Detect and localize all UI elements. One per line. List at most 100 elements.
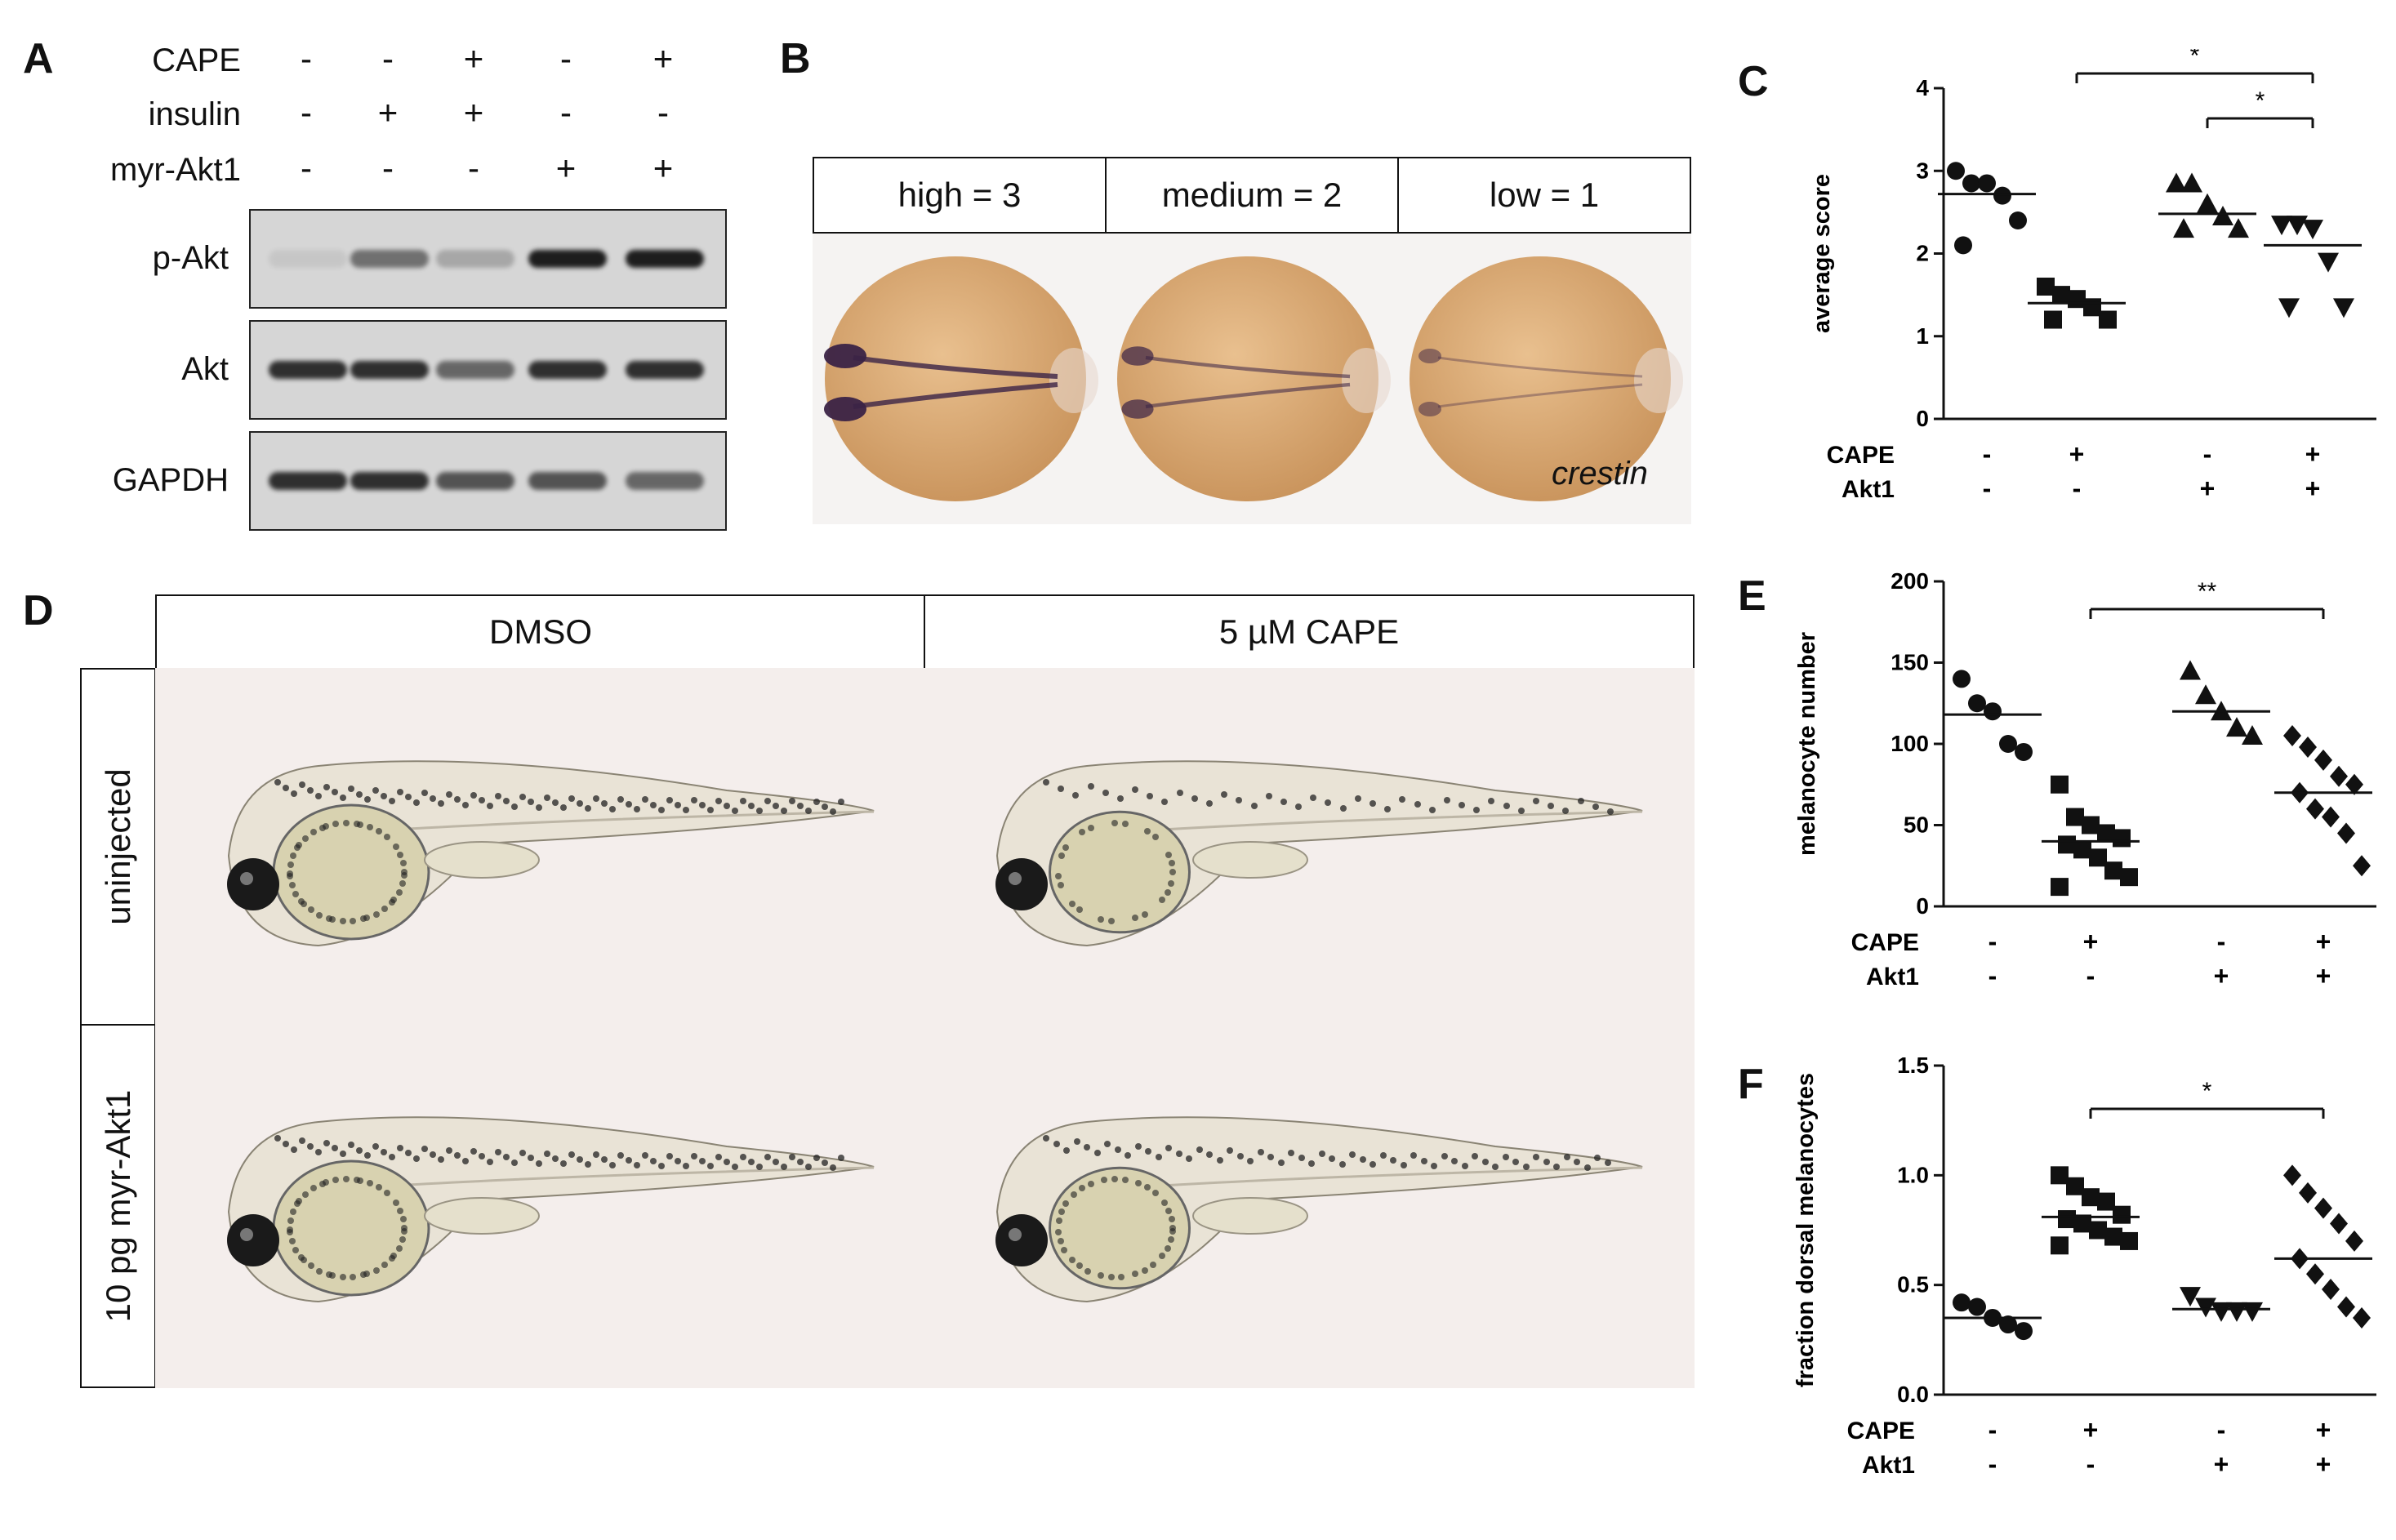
y-tick-label: 2: [1916, 241, 1929, 266]
category-sign: +: [2200, 474, 2216, 503]
category-sign: -: [2217, 927, 2226, 956]
data-point: [2015, 1322, 2033, 1341]
y-tick-label: 4: [1916, 75, 1929, 100]
blot-membrane: [249, 320, 727, 420]
blot-band: [528, 250, 607, 268]
embryo-image: [813, 234, 1107, 524]
data-point: [2097, 1192, 2115, 1211]
data-point: [2120, 868, 2138, 887]
data-point: [2097, 824, 2115, 843]
category-sign: +: [2316, 927, 2331, 956]
data-point: [2211, 1302, 2232, 1322]
blot-membrane: [249, 209, 727, 309]
category-sign: -: [1989, 927, 1997, 956]
blot-band: [350, 250, 429, 268]
data-point: [1999, 1315, 2017, 1334]
category-sign: +: [2305, 474, 2321, 503]
row-label: Akt1: [1842, 476, 1895, 503]
zebrafish-photo: [924, 668, 1695, 1026]
data-point: [2283, 725, 2301, 747]
data-point: [2299, 1182, 2317, 1204]
data-point: [2226, 717, 2247, 737]
blot-band: [436, 250, 514, 268]
data-point: [2195, 684, 2216, 705]
data-point: [2082, 1188, 2100, 1207]
category-sign: +: [2214, 1449, 2229, 1479]
data-point: [2113, 1205, 2131, 1224]
data-point: [2173, 218, 2194, 238]
blot-band: [436, 472, 514, 490]
data-point: [2082, 816, 2100, 835]
blot-band: [350, 472, 429, 490]
data-point: [1968, 1297, 1986, 1316]
data-point: [2066, 808, 2084, 826]
category-sign: +: [2316, 1415, 2331, 1444]
data-point: [2278, 298, 2300, 318]
blot-membrane: [249, 431, 727, 531]
data-point: [1978, 174, 1996, 193]
condition-sign: +: [555, 149, 577, 187]
condition-sign: +: [463, 93, 484, 131]
blot-band: [269, 250, 347, 268]
data-point: [2058, 1210, 2076, 1229]
y-tick-label: 200: [1891, 568, 1929, 594]
panel-a-label: A: [23, 35, 54, 82]
condition-sign: -: [301, 39, 312, 78]
blot-band: [350, 361, 429, 379]
condition-sign: +: [652, 149, 674, 187]
data-point: [2044, 310, 2062, 329]
significance-label: *: [2190, 49, 2200, 69]
data-point: [2314, 749, 2332, 771]
y-tick-label: 0.5: [1897, 1272, 1929, 1297]
data-point: [2051, 775, 2069, 794]
data-point: [2051, 1236, 2069, 1255]
condition-sign: -: [382, 149, 394, 187]
y-tick-label: 50: [1904, 812, 1929, 838]
blot-band: [626, 250, 704, 268]
category-sign: +: [2083, 1415, 2099, 1444]
data-point: [1953, 1293, 1971, 1312]
panel-d-header-cape: 5 µM CAPE: [924, 594, 1695, 670]
data-point: [2330, 1213, 2348, 1235]
data-point: [2089, 848, 2107, 867]
panel-b-header-high: high = 3: [813, 157, 1107, 234]
data-point: [2330, 765, 2348, 787]
data-point: [1993, 186, 2011, 205]
category-sign: +: [2214, 961, 2229, 990]
blot-label-1: Akt: [181, 351, 229, 387]
condition-sign: -: [560, 39, 572, 78]
blot-band: [626, 472, 704, 490]
data-point: [2051, 1166, 2069, 1185]
y-tick-label: 0: [1916, 406, 1929, 431]
condition-sign: -: [301, 93, 312, 131]
data-point: [2306, 798, 2324, 820]
blot-band: [626, 361, 704, 379]
data-point: [2242, 1302, 2263, 1322]
panel-e-label: E: [1738, 572, 1766, 620]
condition-sign: +: [463, 39, 484, 78]
blot-band: [528, 361, 607, 379]
zebrafish-photo: [924, 1024, 1695, 1388]
row-label: CAPE: [1847, 1418, 1915, 1444]
condition-label-2: myr-Akt1: [110, 152, 241, 188]
condition-sign: +: [652, 39, 674, 78]
category-sign: +: [2316, 961, 2331, 990]
data-point: [2322, 806, 2340, 828]
data-point: [1999, 735, 2017, 753]
row-label-uninjected: uninjected: [98, 768, 137, 925]
category-sign: -: [1989, 1415, 1997, 1444]
panel-d-row-uninjected: uninjected: [80, 668, 156, 1026]
category-sign: -: [1989, 1449, 1997, 1479]
data-point: [2337, 822, 2355, 844]
data-point: [2120, 1231, 2138, 1250]
data-point: [2052, 286, 2070, 305]
data-point: [2113, 829, 2131, 848]
category-sign: +: [2069, 439, 2085, 469]
y-tick-label: 150: [1891, 650, 1929, 675]
data-point: [2104, 1227, 2122, 1246]
panel-b-header-medium: medium = 2: [1105, 157, 1399, 234]
condition-label-1: insulin: [148, 96, 241, 132]
data-point: [2302, 220, 2323, 240]
data-point: [2333, 298, 2354, 318]
